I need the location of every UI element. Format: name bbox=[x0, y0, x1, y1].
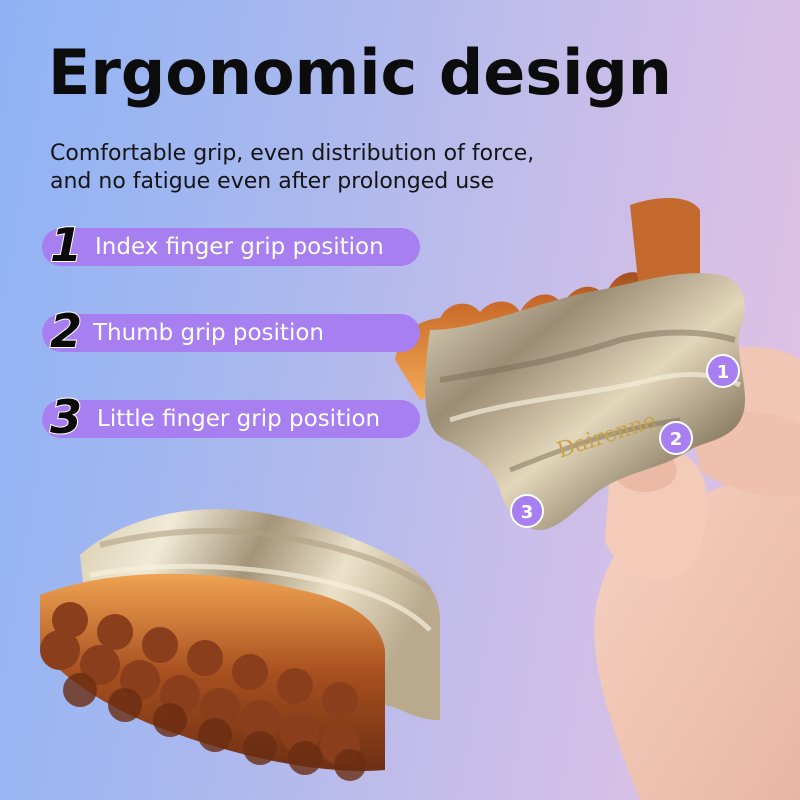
grip-marker-3: 3 bbox=[510, 494, 544, 528]
grip-pill-1 bbox=[42, 228, 420, 266]
grip-number-3: 3 bbox=[49, 390, 83, 444]
lying-brush bbox=[40, 509, 440, 781]
svg-text:2: 2 bbox=[670, 429, 683, 450]
page-title: Ergonomic design bbox=[48, 36, 672, 109]
grip-marker-1: 1 bbox=[706, 354, 740, 388]
subtitle-line-1: Comfortable grip, even distribution of f… bbox=[50, 141, 535, 166]
grip-label-2: Thumb grip position bbox=[93, 320, 324, 346]
grip-number-2: 2 bbox=[49, 304, 83, 358]
grip-label-1: Index finger grip position bbox=[95, 234, 384, 260]
subtitle: Comfortable grip, even distribution of f… bbox=[50, 140, 670, 196]
svg-text:1: 1 bbox=[717, 362, 730, 383]
grip-number-1: 1 bbox=[49, 218, 83, 272]
upright-brush: Dairenne bbox=[395, 198, 745, 530]
grip-marker-2: 2 bbox=[659, 421, 693, 455]
grip-label-3: Little finger grip position bbox=[97, 406, 381, 432]
grip-pill-3 bbox=[42, 400, 420, 438]
svg-text:3: 3 bbox=[521, 502, 534, 523]
grip-pill-2 bbox=[42, 314, 420, 352]
subtitle-line-2: and no fatigue even after prolonged use bbox=[50, 169, 495, 194]
